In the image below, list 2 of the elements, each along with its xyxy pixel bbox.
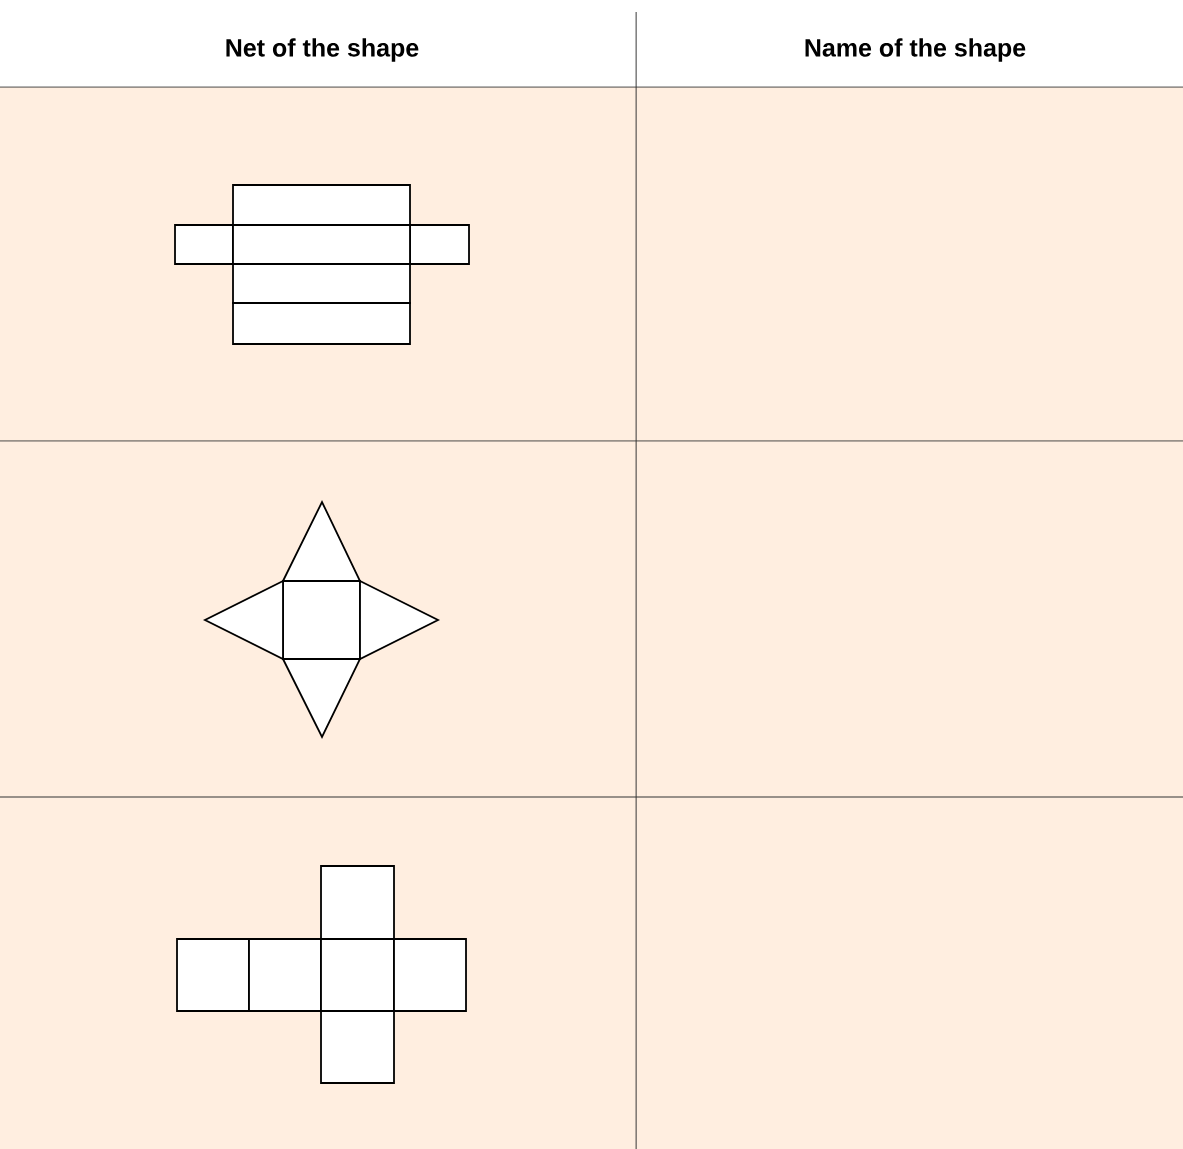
column-header: Name of the shape	[805, 38, 1026, 62]
column-header: Net of the shape	[226, 38, 419, 62]
